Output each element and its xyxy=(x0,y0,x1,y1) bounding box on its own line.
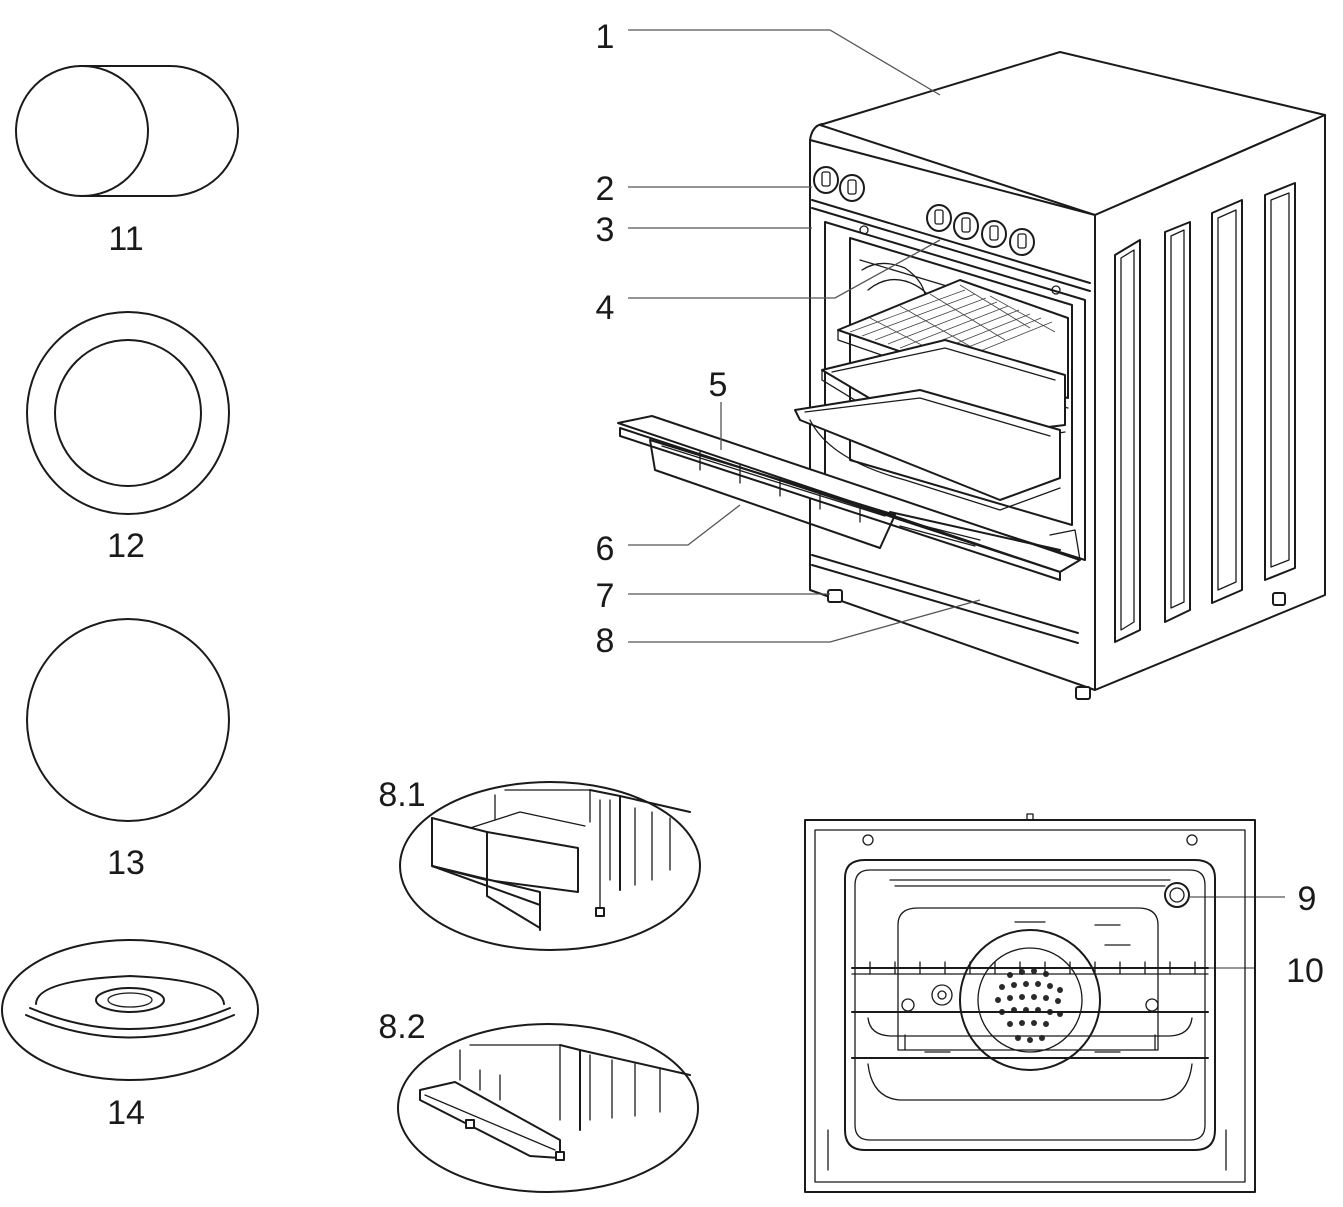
oven-door-open xyxy=(617,415,1081,581)
hob-plate-11 xyxy=(15,65,239,197)
label-3: 3 xyxy=(596,211,615,249)
label-8-1: 8.1 xyxy=(378,776,425,814)
label-1: 1 xyxy=(596,18,615,56)
label-13: 13 xyxy=(107,844,145,882)
hob-plate-12 xyxy=(26,311,230,515)
knob xyxy=(813,166,839,194)
label-4: 4 xyxy=(596,289,615,327)
label-10: 10 xyxy=(1286,952,1324,990)
knob xyxy=(1009,228,1035,256)
label-14: 14 xyxy=(107,1094,145,1132)
label-2: 2 xyxy=(596,170,615,208)
convection-fan xyxy=(959,929,1101,1071)
side-vents xyxy=(1114,182,1296,643)
storage-drawer xyxy=(811,554,1079,644)
label-8-2: 8.2 xyxy=(378,1008,425,1046)
drawer-detail-8-2 xyxy=(397,1023,699,1193)
label-5: 5 xyxy=(709,366,728,404)
knob xyxy=(953,212,979,240)
label-11: 11 xyxy=(108,220,143,258)
front-wire-shelf xyxy=(851,961,1209,975)
leader-lines xyxy=(628,29,1285,969)
label-6: 6 xyxy=(596,530,615,568)
oven-lamp xyxy=(1164,882,1190,908)
label-9: 9 xyxy=(1298,880,1317,918)
baking-tray-lower xyxy=(794,389,1061,511)
oven-front-view xyxy=(804,813,1256,1193)
drawer-detail-8-1 xyxy=(399,781,701,951)
label-7: 7 xyxy=(596,577,615,615)
hob-plate-13 xyxy=(26,618,230,822)
label-8: 8 xyxy=(596,622,615,660)
knob xyxy=(839,174,865,202)
oven-feet xyxy=(827,589,1286,700)
knob xyxy=(981,220,1007,248)
label-12: 12 xyxy=(107,527,145,565)
oven-cooker-body xyxy=(617,51,1326,700)
knob xyxy=(926,204,952,232)
control-knobs xyxy=(813,166,1035,256)
hob-plate-14 xyxy=(1,939,259,1081)
